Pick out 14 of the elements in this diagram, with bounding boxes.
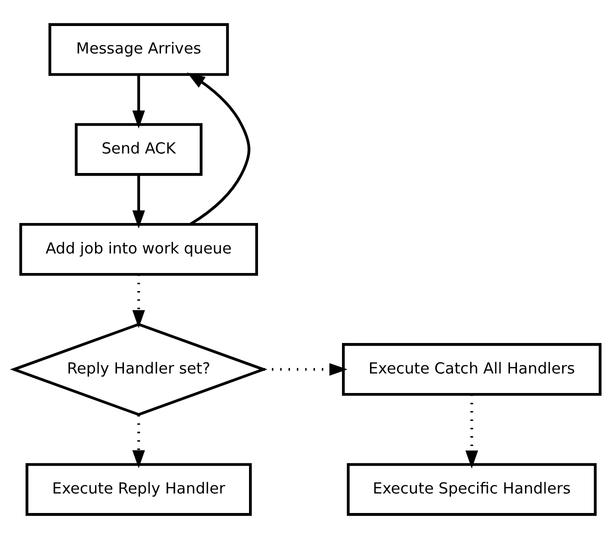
arrow [132,174,145,228]
arrow [187,72,250,226]
node-box: Execute Reply Handler [26,463,252,516]
arrow [264,363,348,376]
node-box: Send ACK [74,123,203,176]
node-box: Message Arrives [48,23,229,76]
arrow [132,415,145,468]
node-box: Add job into work queue [19,223,258,276]
node-box: Execute Specific Handlers [346,463,597,516]
arrow [465,394,478,469]
arrow [132,274,145,328]
arrow [132,74,145,129]
node-box: Execute Catch All Handlers [342,343,602,396]
node-diamond: Reply Handler set? [10,322,268,416]
